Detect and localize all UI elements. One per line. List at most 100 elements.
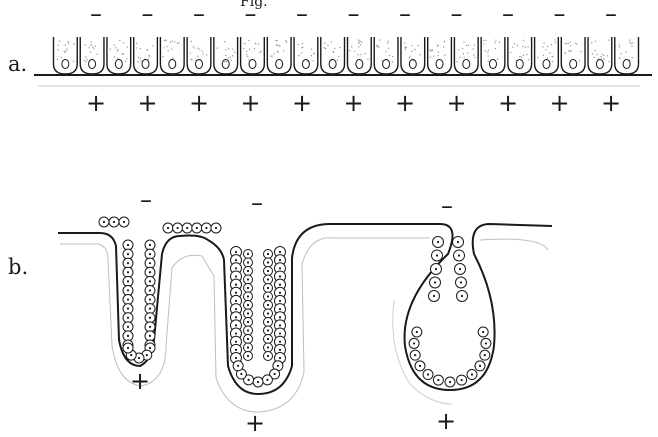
cell-nucleus: [247, 270, 249, 272]
cell-nucleus: [427, 373, 429, 375]
cell-nucleus: [437, 379, 439, 381]
cell-nucleus: [279, 349, 281, 351]
gland-1-cell: [145, 313, 155, 323]
gland-1-cell: [123, 267, 133, 277]
cell-nucleus: [267, 287, 269, 289]
panel-a-negative-sign: –: [90, 2, 102, 26]
cell-nucleus: [433, 295, 435, 297]
gland-2-cell: [244, 250, 253, 259]
cell-nucleus: [247, 338, 249, 340]
gland-2-cell: [264, 343, 273, 352]
cell-nucleus: [205, 227, 207, 229]
cell-nucleus: [149, 253, 151, 255]
epithelial-cell: [588, 37, 612, 74]
cell-nucleus: [267, 278, 269, 280]
epithelial-cell: [107, 37, 131, 74]
panel-a-negative-sign: –: [605, 2, 617, 26]
gland-2-cell: [244, 318, 253, 327]
panel-a-label: a.: [8, 52, 27, 76]
cell-nucleus: [247, 304, 249, 306]
cell-nucleus: [437, 241, 439, 243]
cell-nucleus: [267, 261, 269, 263]
cell-nucleus: [279, 259, 281, 261]
cell-nucleus: [484, 354, 486, 356]
cell-nucleus: [279, 308, 281, 310]
panel-b-negative-sign: –: [140, 188, 152, 212]
cell-nucleus: [196, 227, 198, 229]
panel-a-positive-sign: +: [498, 91, 518, 115]
panel-a-negative-sign: –: [399, 2, 411, 26]
gland-2-cell: [264, 284, 273, 293]
panel-a-negative-sign: –: [554, 2, 566, 26]
gland-2-cell: [244, 267, 253, 276]
connective-tissue-line: [393, 300, 452, 404]
cell-nucleus: [103, 221, 105, 223]
cell-nucleus: [460, 281, 462, 283]
cell-nucleus: [127, 262, 129, 264]
gland-1-cell: [145, 267, 155, 277]
panel-a-positive-sign: +: [137, 91, 157, 115]
cell-nucleus: [274, 373, 276, 375]
cell-nucleus: [146, 354, 148, 356]
cell-nucleus: [485, 342, 487, 344]
epithelial-cell: [615, 37, 639, 74]
cell-nucleus: [247, 321, 249, 323]
gland-2-cell: [244, 258, 253, 267]
gland-3-cell: [430, 277, 441, 288]
epithelial-cell: [321, 37, 345, 74]
gland-2-cell: [244, 352, 253, 361]
panel-a-positive-sign: +: [446, 91, 466, 115]
gland-3-cell: [457, 291, 468, 302]
surface-cell: [192, 223, 202, 233]
cell-nucleus: [127, 317, 129, 319]
gland-1-cell: [145, 240, 155, 250]
gland-1-cell: [145, 276, 155, 286]
cell-nucleus: [149, 298, 151, 300]
cell-nucleus: [235, 275, 237, 277]
cell-nucleus: [123, 221, 125, 223]
gland-1-cell: [123, 258, 133, 268]
cell-nucleus: [257, 381, 259, 383]
cell-nucleus: [130, 354, 132, 356]
cell-nucleus: [89, 60, 96, 69]
gland-1-cell: [123, 285, 133, 295]
panel-b-negative-sign: –: [251, 191, 263, 215]
cell-nucleus: [127, 271, 129, 273]
gland-3-cell: [478, 327, 488, 337]
surface-cell: [99, 217, 109, 227]
cell-nucleus: [459, 268, 461, 270]
cell-nucleus: [167, 227, 169, 229]
cell-nucleus: [413, 342, 415, 344]
cell-nucleus: [267, 346, 269, 348]
epithelial-cell: [267, 37, 291, 74]
gland-1-cell: [123, 343, 133, 353]
cell-nucleus: [279, 357, 281, 359]
surface-cell: [163, 223, 173, 233]
gland-1-cell: [145, 295, 155, 305]
gland-3-cell: [456, 277, 467, 288]
cell-nucleus: [279, 324, 281, 326]
cell-nucleus: [543, 60, 550, 69]
epithelial-cell: [294, 37, 318, 74]
cell-nucleus: [267, 329, 269, 331]
epithelial-cell: [348, 37, 372, 74]
epithelial-cell: [508, 37, 532, 74]
gland-1-cell: [145, 331, 155, 341]
epithelial-cell: [134, 37, 158, 74]
gland-3-cell: [412, 327, 422, 337]
cell-nucleus: [267, 270, 269, 272]
cell-nucleus: [247, 329, 249, 331]
gland-2-cell: [264, 309, 273, 318]
cell-nucleus: [249, 60, 256, 69]
cell-nucleus: [279, 316, 281, 318]
cell-nucleus: [267, 253, 269, 255]
cell-nucleus: [276, 60, 283, 69]
cell-nucleus: [279, 341, 281, 343]
panel-a-negative-sign: –: [348, 2, 360, 26]
cell-nucleus: [623, 60, 630, 69]
cell-nucleus: [436, 254, 438, 256]
gland-3-cell: [455, 264, 466, 275]
cell-nucleus: [247, 287, 249, 289]
gland-2-cell: [253, 377, 263, 387]
